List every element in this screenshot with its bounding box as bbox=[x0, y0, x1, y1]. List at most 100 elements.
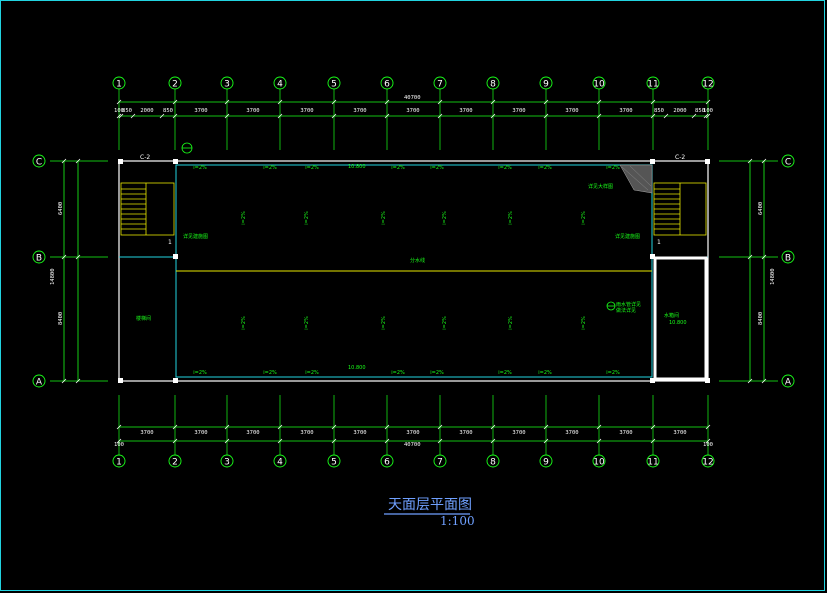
top-dim-15: 850 bbox=[695, 108, 705, 114]
slope-vert-bottom-5: i=2% bbox=[581, 316, 587, 330]
slope-label-bottom-7: i=2% bbox=[606, 370, 620, 376]
grid-letter-left-B: B bbox=[36, 254, 42, 264]
dimension-texts: 100 850 2000 850 3700 3700 3700 3700 3700 3700 370… bbox=[114, 108, 713, 448]
slope-label-top-7: i=2% bbox=[606, 165, 620, 171]
slope-marks: i=2% i=2% i=2% i=2% i=2% i=2% i=2% i=2% i=2% i=2%… bbox=[193, 165, 620, 376]
slope-label-bottom-3: i=2% bbox=[391, 370, 405, 376]
roof-note-left: 详见建施图 bbox=[183, 233, 208, 240]
grid-axis-left: CBA bbox=[32, 154, 46, 388]
roof-note-right: 详见建施图 bbox=[615, 233, 640, 240]
slope-vert-bottom-3: i=2% bbox=[442, 316, 448, 330]
grid-number-bottom-5: 5 bbox=[331, 458, 337, 468]
ridge-label: 分水线 bbox=[410, 257, 425, 264]
window-label-right: C-2 bbox=[675, 154, 685, 161]
slope-vert-top-0: i=2% bbox=[241, 211, 247, 225]
drain-symbol bbox=[606, 301, 616, 311]
slope-vert-top-3: i=2% bbox=[442, 211, 448, 225]
top-dim-11: 3700 bbox=[565, 108, 578, 114]
grid-bubble-left-C bbox=[32, 154, 46, 168]
grid-number-bottom-6: 6 bbox=[384, 458, 390, 468]
stair-left bbox=[120, 182, 175, 236]
slope-vert-bottom-1: i=2% bbox=[304, 316, 310, 330]
grid-number-bottom-8: 8 bbox=[490, 458, 496, 468]
stair-right bbox=[653, 182, 707, 236]
grid-bubble-left-A bbox=[32, 374, 46, 388]
elevation-bottom: 10.800 bbox=[348, 365, 366, 371]
right-dim-lower: 8400 bbox=[758, 312, 764, 325]
grid-number-top-5: 5 bbox=[331, 80, 337, 90]
grid-number-top-7: 7 bbox=[437, 80, 443, 90]
right-room-elevation: 10.800 bbox=[669, 320, 687, 326]
grid-number-top-4: 4 bbox=[277, 80, 283, 90]
slope-label-top-4: i=2% bbox=[430, 165, 444, 171]
grid-number-top-9: 9 bbox=[543, 80, 549, 90]
slope-vert-top-4: i=2% bbox=[508, 211, 514, 225]
grid-letter-left-C: C bbox=[36, 158, 42, 168]
left-room-label: 楼梯间 bbox=[136, 315, 151, 322]
grid-number-top-11: 11 bbox=[647, 80, 658, 90]
grid-bubble-right-C bbox=[781, 154, 795, 168]
grid-number-bottom-12: 12 bbox=[702, 458, 713, 468]
grid-number-top-8: 8 bbox=[490, 80, 496, 90]
bottom-dim-5: 3700 bbox=[353, 430, 366, 436]
hatch-area bbox=[619, 164, 653, 194]
grid-letter-right-A: A bbox=[785, 378, 792, 388]
slope-vert-bottom-2: i=2% bbox=[381, 316, 387, 330]
drain-note-2: 做法详见 bbox=[616, 307, 636, 314]
top-dim-0: 100 bbox=[114, 108, 124, 114]
top-dim-4: 3700 bbox=[194, 108, 207, 114]
grid-number-bottom-3: 3 bbox=[224, 458, 230, 468]
grid-letter-right-B: B bbox=[785, 254, 791, 264]
top-dim-9: 3700 bbox=[459, 108, 472, 114]
top-dim-13: 850 bbox=[654, 108, 664, 114]
slope-label-top-2: i=2% bbox=[305, 165, 319, 171]
slope-vert-top-1: i=2% bbox=[304, 211, 310, 225]
slope-vert-bottom-4: i=2% bbox=[508, 316, 514, 330]
section-mark-left: 1 bbox=[168, 142, 193, 246]
bottom-dim-1: 3700 bbox=[140, 430, 153, 436]
bottom-dim-10: 3700 bbox=[619, 430, 632, 436]
grid-number-top-12: 12 bbox=[702, 80, 713, 90]
slope-label-bottom-6: i=2% bbox=[538, 370, 552, 376]
grid-number-bottom-4: 4 bbox=[277, 458, 283, 468]
columns bbox=[118, 159, 710, 383]
left-dimension-lines bbox=[50, 160, 108, 382]
bottom-dim-4: 3700 bbox=[300, 430, 313, 436]
top-dim-14: 2000 bbox=[673, 108, 686, 114]
grid-number-top-3: 3 bbox=[224, 80, 230, 90]
grid-number-bottom-9: 9 bbox=[543, 458, 549, 468]
left-dim-total: 14800 bbox=[50, 268, 56, 285]
grid-bubble-right-B bbox=[781, 250, 795, 264]
right-room-label: 水箱间 bbox=[664, 312, 679, 319]
top-dim-2: 2000 bbox=[140, 108, 153, 114]
slope-label-bottom-5: i=2% bbox=[498, 370, 512, 376]
top-dim-8: 3700 bbox=[406, 108, 419, 114]
slope-vert-top-2: i=2% bbox=[381, 211, 387, 225]
slope-vert-bottom-0: i=2% bbox=[241, 316, 247, 330]
top-dim-3: 850 bbox=[163, 108, 173, 114]
top-dimension-lines bbox=[119, 101, 708, 117]
slope-label-top-6: i=2% bbox=[538, 165, 552, 171]
grid-number-top-2: 2 bbox=[172, 80, 178, 90]
right-dimension-lines bbox=[719, 160, 778, 382]
elevation-top: 10.800 bbox=[348, 164, 366, 170]
right-dim-total: 14800 bbox=[770, 268, 776, 285]
grid-bubble-right-A bbox=[781, 374, 795, 388]
bottom-dim-9: 3700 bbox=[565, 430, 578, 436]
bottom-dim-11: 3700 bbox=[673, 430, 686, 436]
grid-number-bottom-2: 2 bbox=[172, 458, 178, 468]
hatch-note: 详见大样图 bbox=[588, 183, 613, 190]
bottom-dim-0: 100 bbox=[114, 442, 124, 448]
bottom-dim-2: 3700 bbox=[194, 430, 207, 436]
top-dim-6: 3700 bbox=[300, 108, 313, 114]
bottom-dimension-lines bbox=[119, 426, 708, 442]
slope-label-bottom-2: i=2% bbox=[305, 370, 319, 376]
building-outline bbox=[118, 160, 709, 382]
slope-label-bottom-0: i=2% bbox=[193, 370, 207, 376]
right-dim-upper: 6400 bbox=[758, 202, 764, 215]
grid-number-top-1: 1 bbox=[116, 80, 122, 90]
